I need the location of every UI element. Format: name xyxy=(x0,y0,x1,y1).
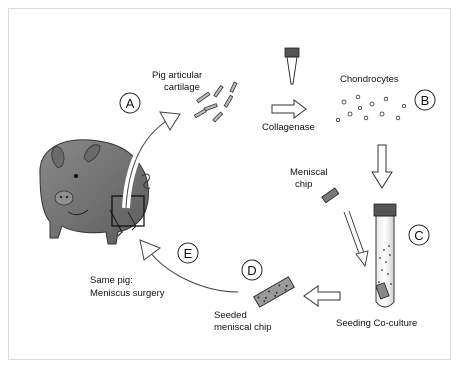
chondrocyte-cells xyxy=(336,95,405,121)
arrow-chip-to-tube xyxy=(344,211,368,266)
label-surgery-1: Same pig: xyxy=(90,275,133,286)
cartilage-pieces xyxy=(194,82,237,122)
label-seeded-chip-2: meniscal chip xyxy=(214,322,272,333)
culture-tube-icon xyxy=(374,204,396,307)
step-d-marker: D xyxy=(242,260,262,280)
label-seeded-chip-1: Seeded xyxy=(214,310,247,321)
label-meniscal-chip-1: Meniscal xyxy=(290,167,328,178)
label-seeding: Seeding Co-culture xyxy=(336,318,417,329)
collagenase-pipette-icon xyxy=(285,48,299,84)
step-e-marker: E xyxy=(178,243,198,263)
svg-text:A: A xyxy=(126,96,135,111)
arrow-to-seeded-chip xyxy=(304,286,340,306)
label-cartilage-2: cartilage xyxy=(164,82,200,93)
arrow-to-tube xyxy=(372,145,392,188)
svg-text:E: E xyxy=(184,246,193,261)
arrow-to-chondrocytes xyxy=(272,100,306,118)
meniscal-chip-icon xyxy=(322,188,339,203)
seeded-meniscal-chip-icon xyxy=(254,277,295,307)
label-cartilage-1: Pig articular xyxy=(152,70,202,81)
step-a-marker: A xyxy=(120,93,140,113)
svg-text:D: D xyxy=(247,263,256,278)
label-collagenase: Collagenase xyxy=(262,122,315,133)
svg-text:B: B xyxy=(421,93,430,108)
label-meniscal-chip-2: chip xyxy=(295,179,312,190)
svg-text:C: C xyxy=(414,228,423,243)
step-b-marker: B xyxy=(415,90,435,110)
label-chondrocytes: Chondrocytes xyxy=(340,74,399,85)
step-c-marker: C xyxy=(409,225,429,245)
label-surgery-2: Meniscus surgery xyxy=(90,288,165,299)
